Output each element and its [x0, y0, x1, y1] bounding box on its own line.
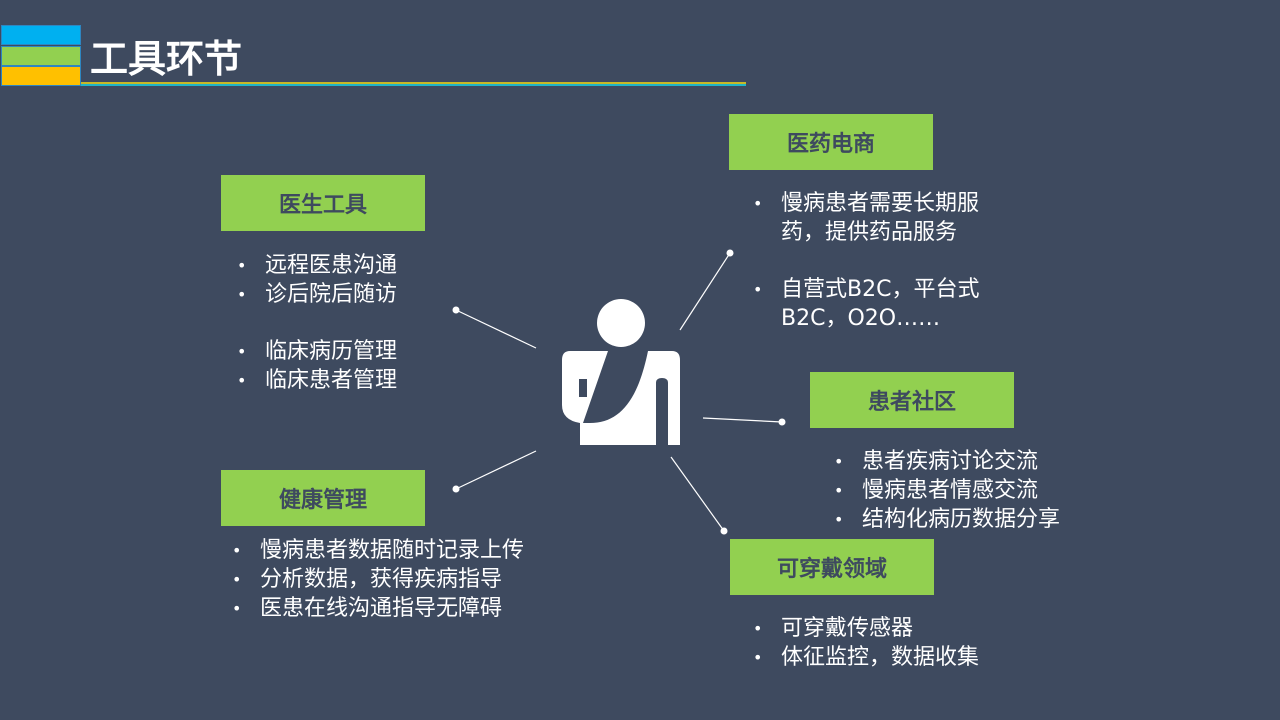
list-item: 结构化病历数据分享	[834, 505, 1060, 534]
title-underline	[81, 82, 746, 84]
doctor-tools-box: 医生工具	[221, 175, 425, 231]
list-item: 诊后院后随访	[237, 280, 397, 309]
list-item: 慢病患者情感交流	[834, 476, 1060, 505]
wearables-list: 可穿戴传感器 体征监控，数据收集	[753, 614, 979, 672]
list-item: 临床病历管理	[237, 337, 397, 366]
health-management-box: 健康管理	[221, 470, 425, 526]
pharma-ecommerce-list: 慢病患者需要长期服药，提供药品服务 自营式B2C，平台式B2C，O2O……	[753, 189, 1003, 333]
list-item: 分析数据，获得疾病指导	[232, 565, 524, 594]
list-item: 慢病患者数据随时记录上传	[232, 536, 524, 565]
title-bar-blue	[1, 25, 81, 45]
patient-community-list: 患者疾病讨论交流 慢病患者情感交流 结构化病历数据分享	[834, 447, 1060, 534]
doctor-tools-list: 远程医患沟通 诊后院后随访 临床病历管理 临床患者管理	[237, 251, 397, 395]
patient-community-box: 患者社区	[810, 372, 1014, 428]
list-item: 慢病患者需要长期服药，提供药品服务	[753, 189, 1003, 247]
pharma-ecommerce-box: 医药电商	[729, 114, 933, 170]
health-management-list: 慢病患者数据随时记录上传 分析数据，获得疾病指导 医患在线沟通指导无障碍	[232, 536, 524, 623]
title-bar-yellow	[1, 66, 81, 86]
wearables-box: 可穿戴领域	[730, 539, 934, 595]
list-item: 远程医患沟通	[237, 251, 397, 280]
page-title: 工具环节	[90, 37, 243, 81]
title-underline-cyan	[81, 84, 746, 86]
list-item: 医患在线沟通指导无障碍	[232, 594, 524, 623]
title-bar-green	[1, 46, 81, 66]
list-item: 临床患者管理	[237, 366, 397, 395]
list-item: 可穿戴传感器	[753, 614, 979, 643]
list-item: 体征监控，数据收集	[753, 643, 979, 672]
list-item: 患者疾病讨论交流	[834, 447, 1060, 476]
person-sling-icon	[562, 299, 680, 445]
list-item: 自营式B2C，平台式B2C，O2O……	[753, 275, 1003, 333]
